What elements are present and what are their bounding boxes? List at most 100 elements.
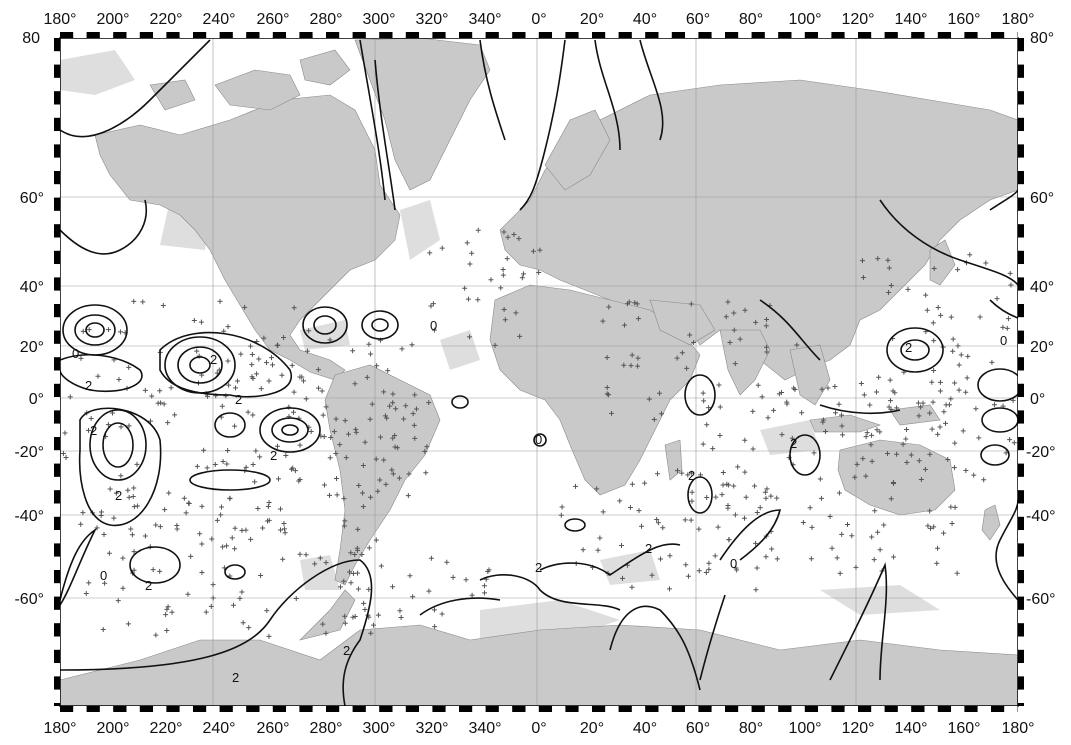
station-marker [655, 520, 661, 526]
station-marker [373, 456, 379, 462]
station-marker [359, 551, 365, 557]
frame-segment [871, 32, 885, 38]
station-marker [683, 562, 689, 568]
station-marker [334, 476, 340, 482]
station-marker [836, 401, 842, 407]
frame-segment [219, 706, 233, 712]
station-marker [743, 494, 749, 500]
station-marker [424, 444, 430, 450]
station-marker [967, 252, 973, 258]
station-marker [63, 454, 69, 460]
station-marker [618, 543, 624, 549]
station-marker [341, 523, 347, 529]
station-marker [924, 307, 930, 313]
lon-label: 240° [202, 11, 235, 28]
station-marker [102, 580, 108, 586]
station-marker [118, 424, 124, 430]
station-marker [725, 505, 731, 511]
frame-segment [54, 277, 60, 291]
station-marker [627, 505, 633, 511]
lat-label: -20° [14, 444, 44, 461]
frame-segment [259, 32, 273, 38]
station-marker [255, 505, 261, 511]
station-marker [106, 550, 112, 556]
frame-segment [951, 32, 965, 38]
contour-label: 2 [85, 378, 92, 393]
station-marker [342, 518, 348, 524]
station-marker [635, 316, 641, 322]
station-marker [517, 333, 523, 339]
station-marker [62, 430, 68, 436]
station-marker [258, 386, 264, 392]
station-marker [719, 492, 725, 498]
lon-label: 180° [1001, 720, 1034, 737]
lon-label: 280° [309, 720, 342, 737]
station-marker [774, 556, 780, 562]
station-marker [935, 304, 941, 310]
station-marker [361, 600, 367, 606]
frame-segment [685, 706, 699, 712]
station-marker [194, 463, 200, 469]
frame-segment [1018, 476, 1024, 491]
station-marker [427, 250, 433, 256]
station-marker [935, 431, 941, 437]
station-marker [1005, 316, 1011, 322]
station-marker [624, 301, 630, 307]
frame-segment [525, 32, 539, 38]
frame-segment [193, 32, 207, 38]
station-marker [867, 402, 873, 408]
station-marker [198, 319, 204, 325]
station-marker [398, 615, 404, 621]
frame-segment [405, 706, 420, 712]
frame-segment [54, 317, 60, 331]
frame-segment [1018, 38, 1024, 52]
frame-segment [1018, 290, 1024, 304]
station-marker [370, 622, 376, 628]
station-marker [98, 513, 104, 519]
frame-segment [193, 706, 207, 712]
station-marker [887, 377, 893, 383]
frame-segment [1018, 383, 1024, 398]
frame-segment [645, 32, 659, 38]
frame-segment [54, 689, 60, 703]
station-marker [818, 495, 824, 501]
frame-segment [472, 706, 486, 712]
station-marker [86, 327, 92, 333]
frame-segment [54, 476, 60, 491]
station-marker [943, 420, 948, 426]
frame-segment [54, 290, 60, 304]
station-marker [894, 451, 900, 457]
station-marker [792, 386, 798, 392]
station-marker [304, 348, 310, 354]
station-marker [320, 621, 326, 627]
station-marker [326, 492, 332, 498]
station-marker [863, 473, 869, 479]
station-marker [609, 410, 615, 416]
station-marker [383, 481, 389, 487]
station-marker [649, 572, 655, 578]
station-marker [844, 522, 850, 528]
frame-segment [1018, 317, 1024, 331]
station-marker [297, 477, 303, 483]
station-marker [232, 423, 238, 429]
station-marker [342, 418, 348, 424]
station-marker [360, 462, 366, 468]
station-marker [864, 430, 870, 436]
contour-label: 2 [115, 488, 122, 503]
station-marker [951, 465, 957, 471]
station-marker [333, 450, 339, 456]
contour-label: 0 [430, 318, 437, 333]
station-marker [700, 390, 706, 396]
station-marker [713, 494, 719, 500]
frame-segment [605, 706, 619, 712]
station-marker [983, 260, 989, 266]
lon-label: 80° [739, 11, 763, 28]
station-marker [963, 468, 969, 474]
station-marker [934, 560, 940, 566]
station-marker [348, 550, 354, 556]
station-marker [165, 420, 171, 426]
station-marker [172, 412, 178, 418]
station-marker [219, 403, 225, 409]
frame-segment [1018, 556, 1024, 570]
